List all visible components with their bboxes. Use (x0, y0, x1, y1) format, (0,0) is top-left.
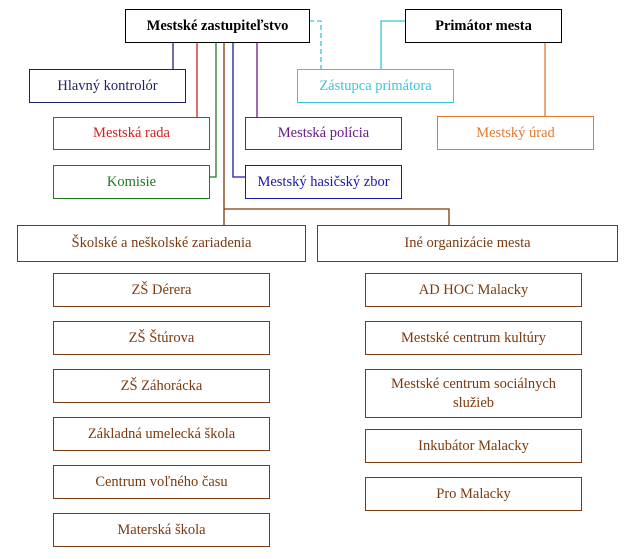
node-city-board: Mestská rada (53, 117, 210, 150)
school-item: Základná umelecká škola (53, 417, 270, 451)
line-council-fire (232, 42, 246, 178)
org-item: Inkubátor Malacky (365, 429, 582, 463)
school-item: ZŠ Záhorácka (53, 369, 270, 403)
node-deputy-mayor: Zástupca primátora (297, 69, 454, 103)
node-fire-brigade: Mestský hasičský zbor (245, 165, 402, 199)
school-item: ZŠ Štúrova (53, 321, 270, 355)
org-item: Pro Malacky (365, 477, 582, 511)
node-city-police: Mestská polícia (245, 117, 402, 150)
node-commissions: Komisie (53, 165, 210, 199)
line-groups-branch (224, 208, 450, 226)
org-item: Mestské centrum sociálnych služieb (365, 369, 582, 418)
school-item: ZŠ Dérera (53, 273, 270, 307)
school-item: Materská škola (53, 513, 270, 547)
school-item: Centrum voľného času (53, 465, 270, 499)
line-council-commissions (209, 42, 217, 178)
node-city-office: Mestský úrad (437, 116, 594, 150)
org-item: Mestské centrum kultúry (365, 321, 582, 355)
line-council-deputy (309, 20, 322, 70)
node-chief-auditor: Hlavný kontrolór (29, 69, 186, 103)
node-schools-group: Školské a neškolské zariadenia (17, 225, 306, 262)
node-council: Mestské zastupiteľstvo (125, 9, 310, 43)
node-mayor: Primátor mesta (405, 9, 562, 43)
node-other-orgs-group: Iné organizácie mesta (317, 225, 618, 262)
org-item: AD HOC Malacky (365, 273, 582, 307)
line-mayor-deputy (380, 20, 405, 70)
